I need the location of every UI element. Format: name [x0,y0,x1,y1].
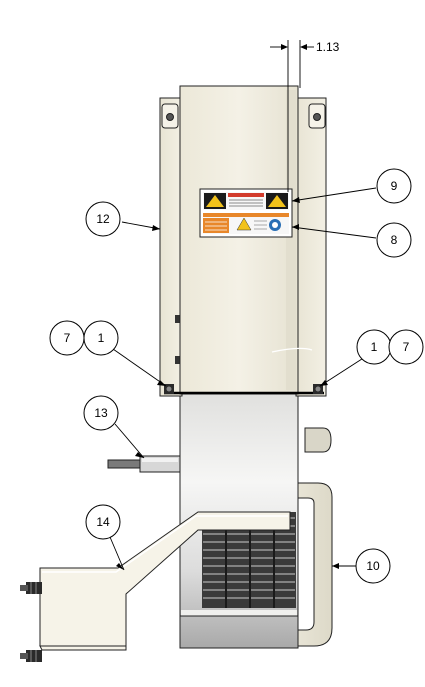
fastener-right [313,384,323,394]
right-door [295,97,327,397]
bracket-bolt-top [20,582,42,594]
svg-text:1: 1 [98,331,105,345]
main-cabinet [179,85,313,395]
callout-9: 9 [376,168,412,204]
leader-lines [109,187,377,571]
callout-10: 10 [355,548,391,584]
fastener-left [164,384,174,394]
handle [107,455,181,473]
svg-text:7: 7 [403,340,410,354]
callout-7-right: 7 [388,329,424,365]
svg-text:9: 9 [391,179,398,193]
svg-text:13: 13 [94,406,108,420]
bracket-bolt-bottom [20,650,42,662]
left-door [159,97,183,397]
svg-text:7: 7 [64,331,71,345]
dimension-1-13: 1.13 [270,40,340,192]
svg-text:8: 8 [391,233,398,247]
svg-text:1: 1 [371,340,378,354]
svg-text:12: 12 [96,212,110,226]
callout-13: 13 [83,395,119,431]
callout-1-right: 1 [356,329,392,365]
svg-text:10: 10 [366,559,380,573]
warning-label-top [203,192,289,210]
svg-text:14: 14 [96,515,110,529]
warning-label-bottom [203,213,289,234]
mounting-bracket [20,511,291,662]
callout-7-left: 7 [49,320,85,356]
side-knob [304,427,332,453]
callout-12: 12 [85,201,121,237]
callout-14: 14 [85,504,121,540]
dimension-label: 1.13 [316,40,340,54]
callout-8: 8 [376,222,412,258]
warning-labels [199,188,293,238]
callout-1-left: 1 [83,320,119,356]
